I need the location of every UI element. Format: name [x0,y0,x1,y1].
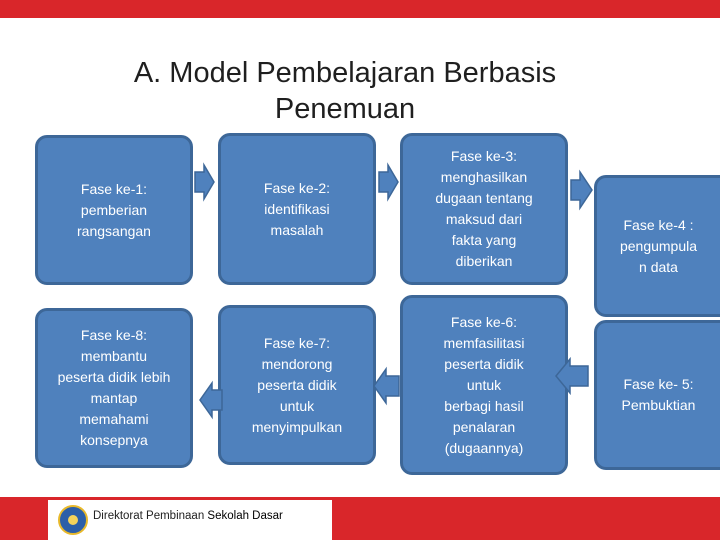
footer-strong: Sekolah Dasar [207,510,283,522]
arrow-6-to-7-icon [373,366,400,406]
footer-text: Direktorat Pembinaan Sekolah Dasar [93,510,283,522]
arrow-2-to-3-icon [378,162,399,202]
footer-panel [48,500,332,540]
arrow-7-to-8-icon [199,380,223,420]
arrow-5-to-6-icon [555,356,589,396]
arrow-3-to-4-icon [570,169,593,211]
phase-6-box: Fase ke-6: memfasilitasi peserta didik u… [400,295,568,475]
footer-prefix: Direktorat Pembinaan [93,510,208,522]
phase-1-box: Fase ke-1: pemberian rangsangan [35,135,193,285]
phase-5-box: Fase ke- 5: Pembuktian [594,320,720,470]
phase-8-box: Fase ke-8: membantu peserta didik lebih … [35,308,193,468]
phase-2-box: Fase ke-2: identifikasi masalah [218,133,376,285]
tut-wuri-handayani-logo-icon [58,505,88,535]
phase-3-box: Fase ke-3: menghasilkan dugaan tentang m… [400,133,568,285]
arrow-1-to-2-icon [194,162,215,202]
phase-7-box: Fase ke-7: mendorong peserta didik untuk… [218,305,376,465]
page-title: A. Model Pembelajaran Berbasis Penemuan [133,57,557,125]
top-accent-bar [0,0,720,18]
phase-4-box: Fase ke-4 : pengumpula n data [594,175,720,317]
